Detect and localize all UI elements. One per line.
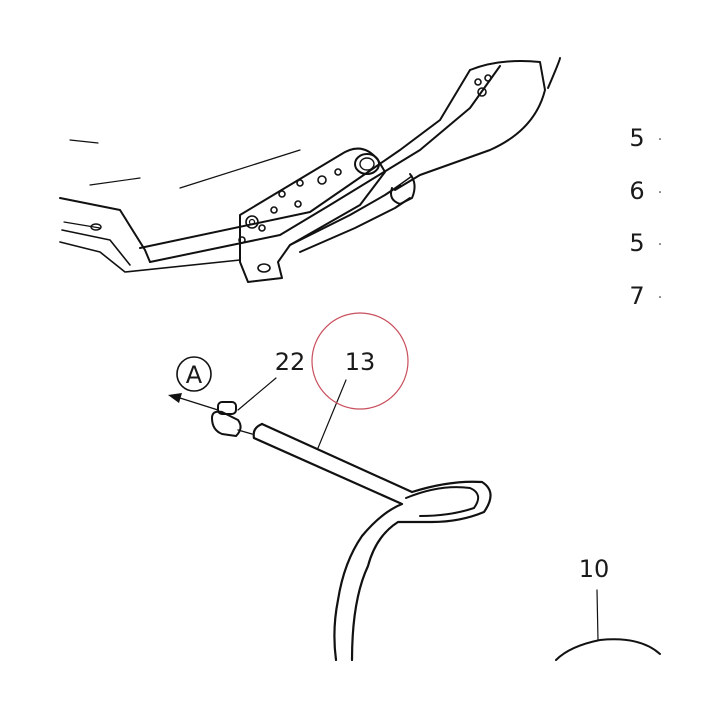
frame-assembly: [59, 57, 561, 283]
direction-arrow-icon: [168, 393, 182, 403]
side-index-item: 7: [629, 282, 644, 310]
side-index-item: 6: [629, 177, 644, 205]
side-index-list: 5 6 5 7: [629, 124, 661, 310]
reference-a-label: A: [186, 361, 203, 389]
part-13-leader: [317, 379, 347, 449]
part-10-label: 10: [579, 555, 610, 583]
part-10-leader: [596, 589, 599, 641]
clamp-part-22: 22: [211, 348, 306, 437]
reference-a-callout: A: [168, 356, 219, 411]
part-22-leader: [237, 377, 277, 411]
side-index-item: 5: [629, 124, 644, 152]
hose-part-13: 13: [252, 312, 492, 662]
part-10: 10: [555, 555, 661, 661]
highlight-circle: [311, 312, 409, 410]
reference-a-circle: [176, 356, 212, 392]
direction-arrow-shaft: [179, 397, 219, 411]
part-13-label: 13: [345, 348, 376, 376]
part-22-label: 22: [275, 348, 306, 376]
side-index-item: 5: [629, 229, 644, 257]
